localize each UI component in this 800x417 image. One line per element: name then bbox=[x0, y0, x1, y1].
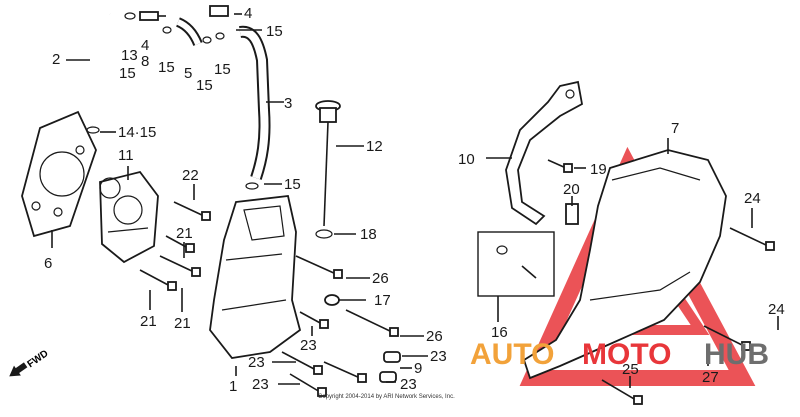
callout-11: 11 bbox=[118, 147, 134, 164]
dowel-17 bbox=[324, 294, 340, 306]
nipple-4-left bbox=[139, 11, 166, 21]
callout-9: 9 bbox=[414, 360, 422, 377]
clip-15b bbox=[202, 36, 212, 44]
callout-labels: 2 13 15 4 8 15 5 15 15 4 15 3 14·15 11 1… bbox=[44, 5, 785, 395]
callout-15e: 15 bbox=[266, 23, 283, 40]
callout-24b: 24 bbox=[768, 301, 785, 318]
callout-7: 7 bbox=[671, 120, 679, 137]
callout-15c: 15 bbox=[196, 77, 213, 94]
watermark-hub: HUB bbox=[704, 338, 769, 371]
callout-25: 25 bbox=[622, 361, 639, 378]
callout-21c: 21 bbox=[174, 315, 191, 332]
callout-20: 20 bbox=[563, 181, 580, 198]
callout-23c: 23 bbox=[248, 354, 265, 371]
callout-23d: 23 bbox=[252, 376, 269, 393]
clip-15-lower bbox=[245, 182, 259, 190]
callout-23b: 23 bbox=[430, 348, 447, 365]
callout-23a: 23 bbox=[300, 337, 317, 354]
crankcase-cover-1 bbox=[209, 195, 302, 359]
callout-26b: 26 bbox=[426, 328, 443, 345]
dipstick-12 bbox=[315, 100, 341, 227]
callout-26a: 26 bbox=[372, 270, 389, 287]
callout-22: 22 bbox=[182, 167, 199, 184]
leader-lines bbox=[51, 13, 779, 388]
o-ring-18 bbox=[315, 229, 333, 239]
hose-3 bbox=[239, 25, 271, 180]
callout-15b: 15 bbox=[158, 59, 175, 76]
callout-17: 17 bbox=[374, 292, 391, 309]
clip-14 bbox=[86, 126, 100, 134]
clip-13 bbox=[124, 12, 136, 20]
callout-15f: 15 bbox=[284, 176, 301, 193]
callout-14: 14·15 bbox=[118, 124, 156, 141]
water-pump-11 bbox=[99, 170, 159, 264]
copyright-text: Copyright 2004-2014 by ARI Network Servi… bbox=[318, 394, 455, 400]
callout-6: 6 bbox=[44, 255, 52, 272]
callout-15a: 15 bbox=[119, 65, 136, 82]
dowel-23 bbox=[383, 351, 401, 363]
hose-2 bbox=[70, 11, 111, 128]
watermark-moto: MOTO bbox=[582, 338, 671, 371]
callout-24a: 24 bbox=[744, 190, 761, 207]
sprocket-cover-7 bbox=[522, 149, 727, 380]
callout-21b: 21 bbox=[140, 313, 157, 330]
callout-4b: 4 bbox=[244, 5, 252, 22]
callout-27: 27 bbox=[702, 369, 719, 386]
inset-box-16 bbox=[477, 231, 555, 297]
callout-23e: 23 bbox=[400, 376, 417, 393]
callout-2: 2 bbox=[52, 51, 60, 68]
nipple-4-right bbox=[209, 5, 229, 17]
callout-3: 3 bbox=[284, 95, 292, 112]
fwd-arrow: FWD bbox=[9, 348, 51, 377]
hose-5 bbox=[175, 17, 203, 46]
callout-13: 13 bbox=[121, 47, 138, 64]
fwd-label: FWD bbox=[26, 348, 51, 370]
callout-18: 18 bbox=[360, 226, 377, 243]
gasket-6 bbox=[21, 110, 97, 238]
watermark-auto: AUTO bbox=[470, 338, 554, 371]
callout-21a: 21 bbox=[176, 225, 193, 242]
callout-1: 1 bbox=[229, 378, 237, 395]
bolts bbox=[139, 159, 775, 405]
callout-4a: 4 bbox=[141, 37, 149, 54]
watermark-text: AUTO MOTO HUB bbox=[470, 338, 769, 371]
callout-15d: 15 bbox=[214, 61, 231, 78]
dowel-9 bbox=[379, 371, 397, 383]
callout-5: 5 bbox=[184, 65, 192, 82]
clip-15 bbox=[162, 26, 172, 34]
callout-12: 12 bbox=[366, 138, 383, 155]
callout-10: 10 bbox=[458, 151, 475, 168]
bracket-10 bbox=[505, 80, 584, 226]
callout-8: 8 bbox=[141, 53, 149, 70]
collar-20 bbox=[565, 203, 579, 225]
callout-19: 19 bbox=[590, 161, 607, 178]
clip-15c bbox=[215, 32, 225, 40]
callout-16: 16 bbox=[491, 324, 508, 341]
